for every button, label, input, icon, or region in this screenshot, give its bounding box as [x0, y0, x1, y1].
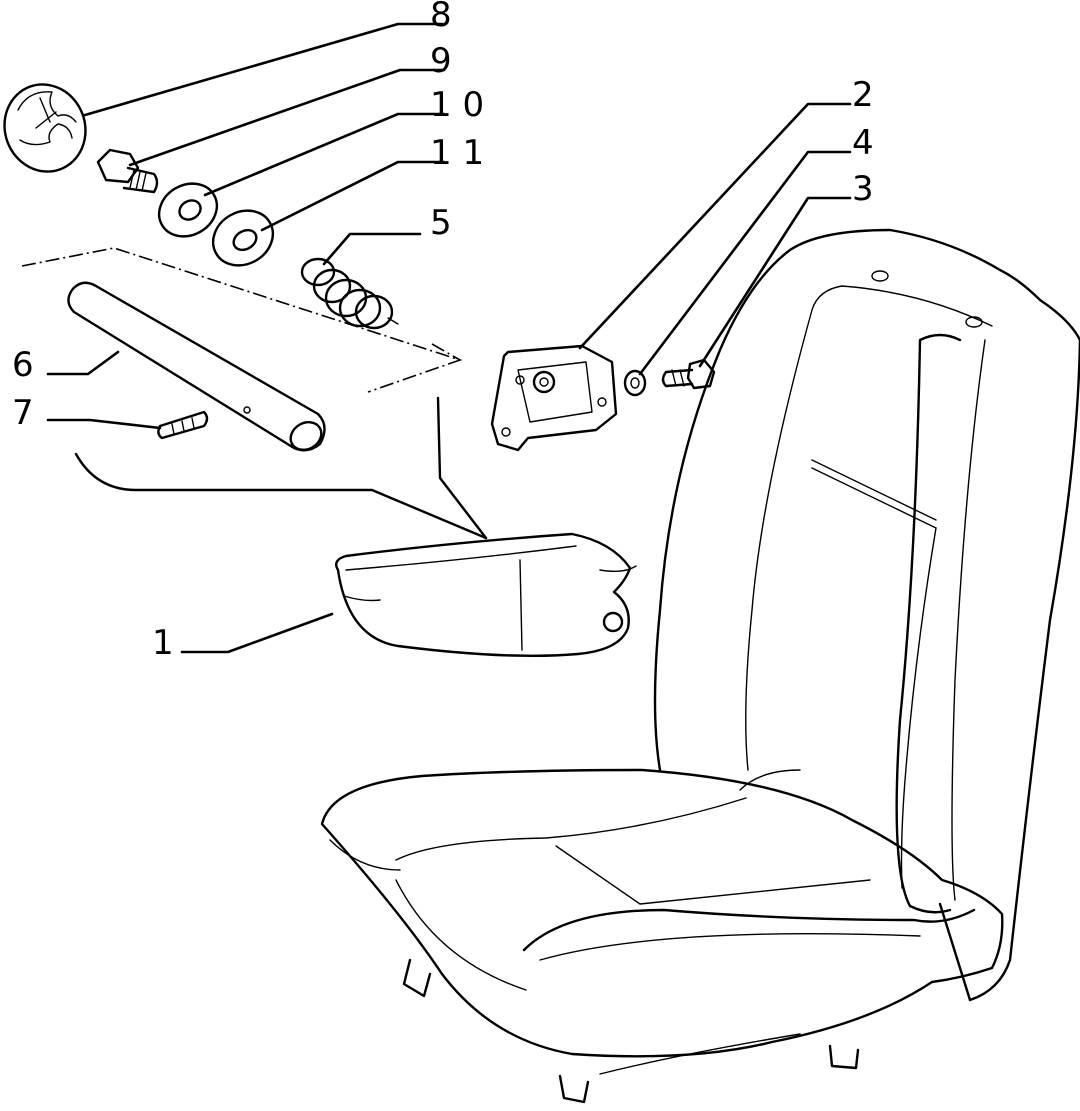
callout-10: 1 0: [430, 85, 484, 125]
leader-2: [578, 102, 852, 350]
callout-9: 9: [430, 41, 452, 81]
assembly-frame: [21, 247, 463, 393]
leader-10: [203, 112, 446, 197]
leader-11: [260, 160, 446, 232]
callout-2: 2: [852, 75, 874, 115]
leader-7: [46, 418, 162, 430]
part-10-washer: [157, 182, 219, 238]
callout-11: 1 1: [430, 133, 484, 173]
leader-9: [128, 68, 446, 167]
leader-5: [322, 232, 422, 266]
leader-8: [83, 22, 444, 117]
leader-lines: [46, 22, 852, 654]
part-7-pin: [157, 410, 209, 440]
callout-6: 6: [12, 345, 34, 385]
leader-1: [180, 612, 334, 654]
assembly-frame-right: [431, 343, 461, 361]
callout-numbers: 8 9 1 0 1 1 5 6 7 1 2 4 3: [12, 0, 874, 663]
assembly-guide-line-vertical: [436, 396, 488, 540]
part-9-bolt: [96, 148, 159, 194]
callout-7: 7: [12, 393, 34, 433]
callout-1: 1: [152, 623, 174, 663]
part-2-bracket: [490, 344, 618, 452]
leader-6: [46, 350, 120, 376]
part-11-washer: [211, 209, 275, 267]
callout-4: 4: [852, 123, 874, 163]
part-1-armrest: [335, 532, 637, 657]
part-4-washer: [623, 369, 647, 397]
seat-assembly: [320, 228, 1080, 1104]
callout-3: 3: [852, 169, 874, 209]
assembly-guide-line: [74, 452, 488, 540]
part-8-cap: [3, 83, 87, 173]
leader-4: [638, 150, 852, 376]
callout-5: 5: [430, 203, 452, 243]
part-5-spring: [300, 257, 399, 330]
part-6-tube: [67, 281, 326, 452]
leader-3: [698, 196, 852, 368]
callout-8: 8: [430, 0, 452, 35]
